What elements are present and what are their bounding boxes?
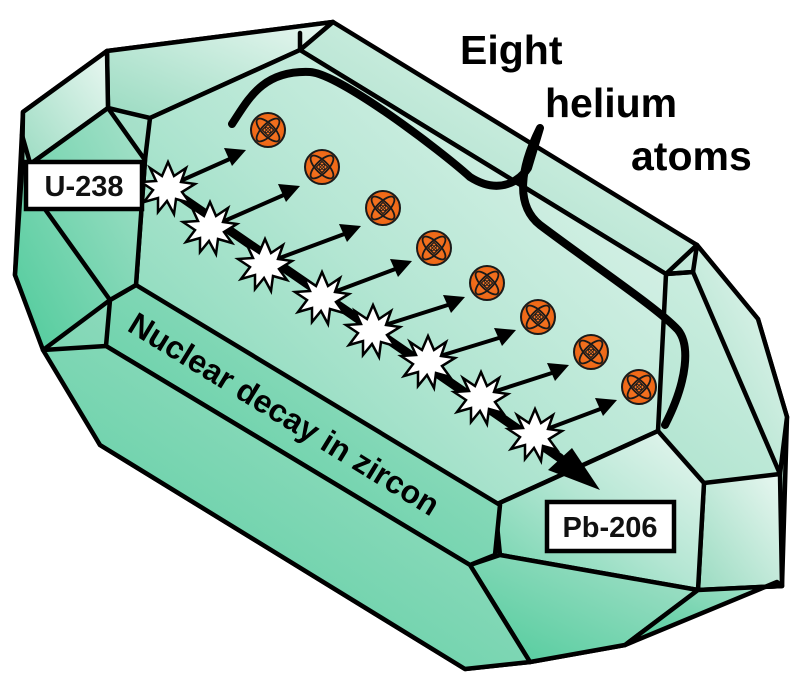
helium-atom-icon — [520, 299, 556, 335]
arrow-icon — [384, 295, 465, 327]
helium-annotation: Eight helium atoms — [460, 27, 752, 179]
helium-atom-icon — [250, 112, 286, 148]
arrow-icon — [333, 259, 412, 294]
helium-label-line1: Eight — [460, 27, 563, 73]
crystal-face-right-lower — [695, 471, 785, 593]
daughter-isotope-label: Pb-206 — [544, 499, 677, 554]
helium-label-line2: helium — [545, 80, 677, 126]
pb206-text: Pb-206 — [562, 512, 657, 544]
arrow-icon — [221, 184, 300, 224]
arrow-icon — [276, 224, 361, 261]
crystal-face-bottom-right — [622, 579, 785, 648]
helium-label-line3: atoms — [631, 133, 752, 179]
arrow-icon — [439, 328, 516, 358]
decay-chain-arrowhead-icon — [548, 448, 600, 490]
helium-atom-icon — [621, 369, 657, 405]
parent-isotope-label: U-238 — [23, 159, 145, 212]
emission-arrows — [177, 148, 617, 431]
arrow-icon — [177, 148, 246, 184]
helium-atom-icon — [469, 265, 505, 301]
crystal-face-lower-left — [40, 343, 533, 672]
helium-atom-icon — [304, 149, 340, 185]
crystal-edge — [663, 242, 700, 277]
helium-bracket — [228, 67, 690, 429]
helium-atom-icon — [365, 190, 401, 226]
arrow-icon — [546, 398, 617, 431]
helium-atom-icon — [416, 230, 452, 266]
helium-atom-icon — [573, 334, 609, 370]
u238-text: U-238 — [45, 171, 124, 203]
arrow-icon — [492, 363, 569, 394]
